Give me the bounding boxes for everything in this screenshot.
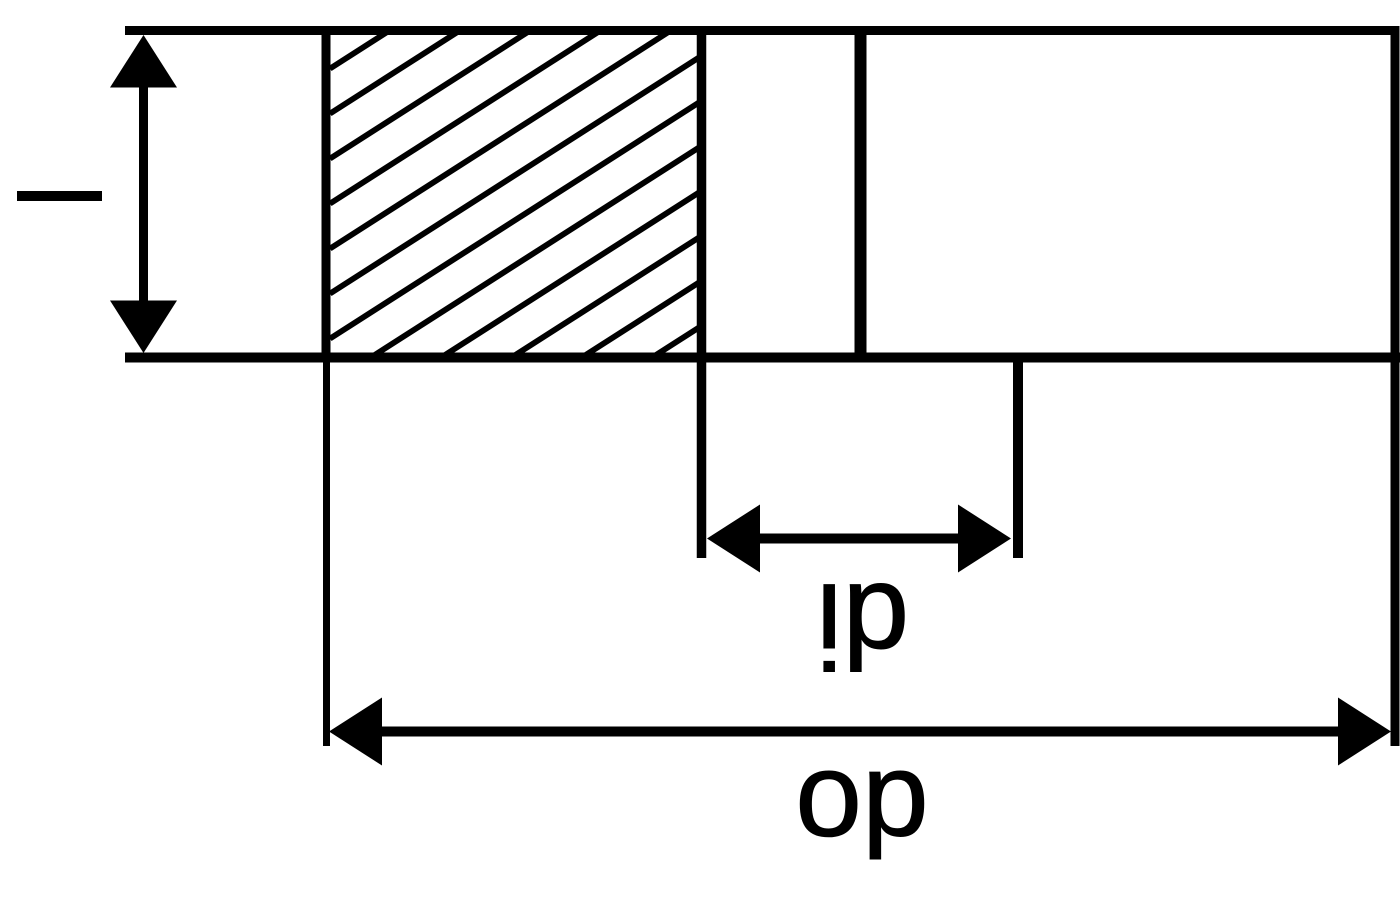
svg-text:do: do [795, 746, 928, 880]
svg-text:di: di [816, 559, 909, 693]
